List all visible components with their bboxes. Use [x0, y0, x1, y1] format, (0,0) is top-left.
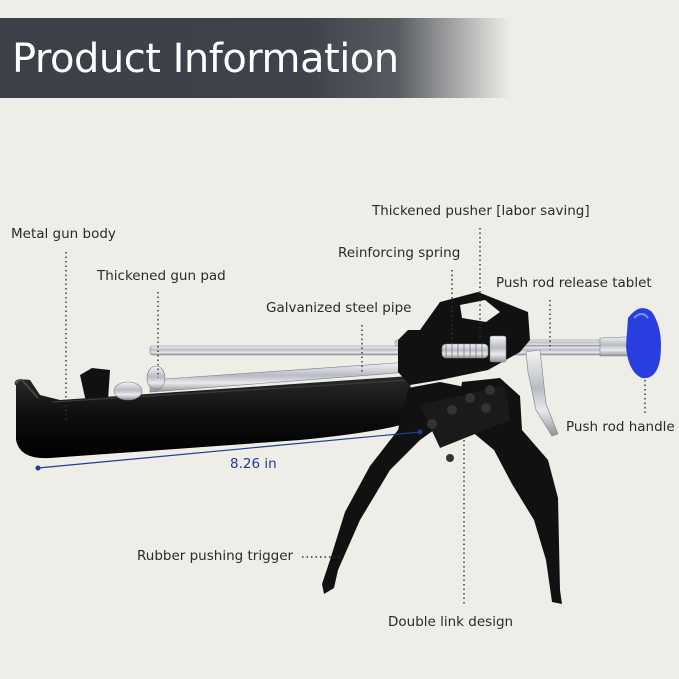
gun-frame [398, 292, 530, 385]
title-banner [0, 18, 510, 98]
callout-push-rod-release-tablet: Push rod release tablet [496, 275, 652, 291]
push-rod-release-tablet [525, 349, 559, 437]
callout-leaders [65, 228, 646, 604]
gun-barrel [14, 368, 412, 459]
barrel-length-label: 8.26 in [230, 456, 277, 472]
callout-rubber-pushing-trigger: Rubber pushing trigger [137, 548, 294, 564]
thickened-gun-pad [113, 365, 166, 401]
callout-thickened-pusher: Thickened pusher [labor saving] [372, 203, 590, 219]
reinforcing-spring [441, 343, 489, 359]
callout-metal-gun-body: Metal gun body [11, 226, 116, 242]
callout-double-link-design: Double link design [388, 614, 514, 630]
callout-reinforcing-spring: Reinforcing spring [338, 245, 461, 261]
callout-push-rod-handle: Push rod handle [566, 419, 675, 435]
barrel-dimension-line [35, 429, 423, 471]
callout-thickened-gun-pad: Thickened gun pad [97, 268, 226, 284]
page-title: Product Information [12, 36, 399, 82]
double-link [420, 385, 510, 462]
thickened-pusher [489, 335, 507, 363]
push-rod-handle [626, 308, 661, 379]
callout-galvanized-steel-pipe: Galvanized steel pipe [266, 300, 412, 316]
